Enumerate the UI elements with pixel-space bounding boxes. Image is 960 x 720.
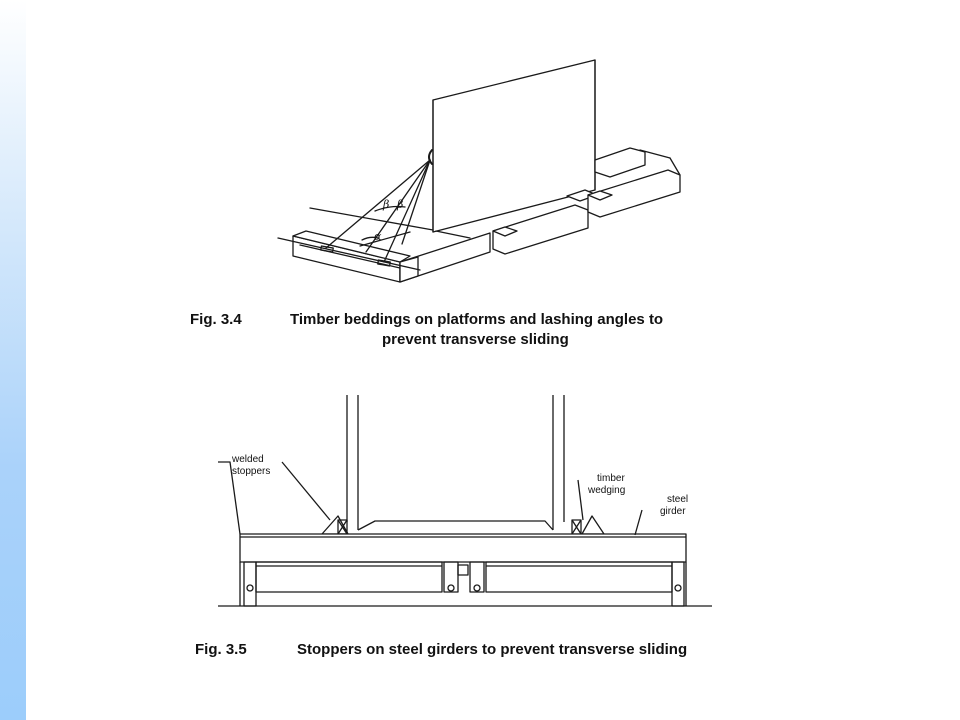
angle-beta-right: β [396, 198, 403, 211]
timber-bedding-right [492, 204, 589, 255]
fig-3-5-number: Fig. 3.5 [195, 641, 247, 658]
angle-alpha: α [374, 230, 382, 243]
fig-3-5-caption: Stoppers on steel girders to prevent tra… [297, 641, 688, 658]
fig-3-4-caption-line1: Timber beddings on platforms and lashing… [290, 311, 664, 328]
timber-bedding-back [594, 147, 646, 178]
fig-3-4-caption-line2: prevent transverse sliding [382, 331, 569, 348]
fig-3-4-number: Fig. 3.4 [190, 311, 242, 328]
slide-accent-bar [0, 0, 26, 720]
angle-beta-left: β [382, 198, 389, 211]
